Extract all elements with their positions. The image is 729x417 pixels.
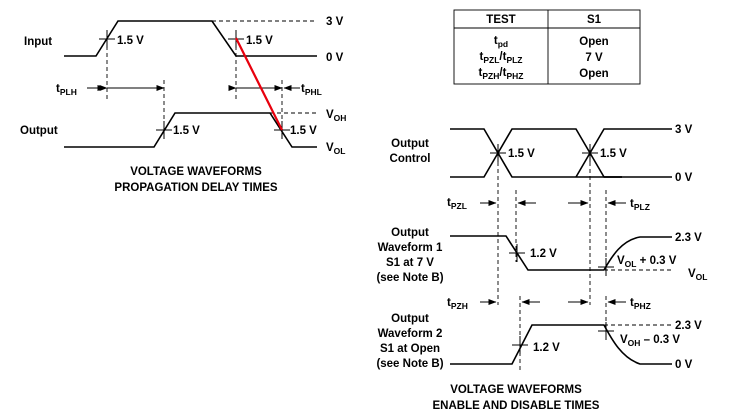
w1-label-4: (see Note B) xyxy=(376,272,443,284)
output-control-waveform-tail xyxy=(575,128,672,178)
propagation-title-line1: VOLTAGE WAVEFORMS xyxy=(130,166,262,178)
w2-label-0v: 0 V xyxy=(675,359,693,371)
w2-voh-minus: VOH – 0.3 V xyxy=(620,334,680,348)
w2-label-1: Output xyxy=(391,313,429,325)
table-row-s1: Open xyxy=(579,68,608,80)
tpzl-label: tPZL xyxy=(447,197,467,211)
w1-label-vol: VOL xyxy=(688,268,707,282)
input-label: Input xyxy=(24,36,52,48)
oc-label-0v: 0 V xyxy=(675,172,693,184)
table-row-s1: 7 V xyxy=(585,52,603,64)
label-0v: 0 V xyxy=(326,52,344,64)
output-control-label-2: Control xyxy=(390,153,431,165)
input-waveform xyxy=(64,20,317,57)
table-frame xyxy=(453,9,641,85)
w1-label-3: S1 at 7 V xyxy=(386,257,434,269)
propagation-diagram: Input 3 V 0 V 1.5 V 1.5 V tPLH tPHL Outp… xyxy=(20,16,346,194)
w1-label-23v: 2.3 V xyxy=(675,232,702,244)
enable-title-line2: ENABLE AND DISABLE TIMES xyxy=(433,400,600,412)
oc-label-3v: 3 V xyxy=(675,124,693,136)
w2-label-3: S1 at Open xyxy=(380,343,440,355)
w1-label-1: Output xyxy=(391,227,429,239)
output-waveform-1-recovery xyxy=(603,236,672,271)
output-waveform-2-recovery xyxy=(603,324,672,365)
w2-12v: 1.2 V xyxy=(533,342,560,354)
w2-label-23v: 2.3 V xyxy=(675,320,702,332)
table-row-test: tPZH/tPHZ xyxy=(479,67,524,81)
w2-label-4: (see Note B) xyxy=(376,358,443,370)
propagation-title-line2: PROPAGATION DELAY TIMES xyxy=(114,182,277,194)
tphl-label: tPHL xyxy=(301,83,322,97)
table-row-s1: Open xyxy=(579,36,608,48)
input-fall-15v: 1.5 V xyxy=(246,35,273,47)
output-control-label-1: Output xyxy=(391,138,429,150)
test-table: TEST S1 tpd Open tPZL/tPLZ 7 V tPZH/tPHZ… xyxy=(453,9,641,85)
label-3v: 3 V xyxy=(326,16,344,28)
w2-label-2: Waveform 2 xyxy=(378,328,443,340)
tphz-label: tPHZ xyxy=(630,297,651,311)
tplz-label: tPLZ xyxy=(630,198,650,212)
output-rise-15v: 1.5 V xyxy=(173,125,200,137)
table-row-test: tPZL/tPLZ xyxy=(479,51,522,65)
output-waveform-1 xyxy=(450,235,604,271)
input-rise-15v: 1.5 V xyxy=(117,35,144,47)
output-control-waveform-low xyxy=(450,128,622,178)
output-label: Output xyxy=(20,125,58,137)
table-row-test: tpd xyxy=(494,35,508,49)
tplh-label: tPLH xyxy=(56,83,77,97)
label-voh: VOH xyxy=(326,109,346,123)
label-vol: VOL xyxy=(326,142,345,156)
output-fall-15v: 1.5 V xyxy=(290,125,317,137)
output-waveform xyxy=(64,112,317,148)
oc-second-15v: 1.5 V xyxy=(600,148,627,160)
w1-label-2: Waveform 1 xyxy=(378,242,443,254)
tpzh-label: tPZH xyxy=(447,297,468,311)
enable-disable-diagram: 3 V 0 V Output Control 1.5 V 1.5 V tPZL … xyxy=(376,124,707,412)
highlight-delay-line xyxy=(235,37,283,131)
table-header-test: TEST xyxy=(486,14,515,26)
oc-first-15v: 1.5 V xyxy=(508,148,535,160)
w1-vol-plus: VOL + 0.3 V xyxy=(617,255,677,269)
table-header-s1: S1 xyxy=(587,14,602,26)
enable-title-line1: VOLTAGE WAVEFORMS xyxy=(450,384,582,396)
w1-12v: 1.2 V xyxy=(530,248,557,260)
